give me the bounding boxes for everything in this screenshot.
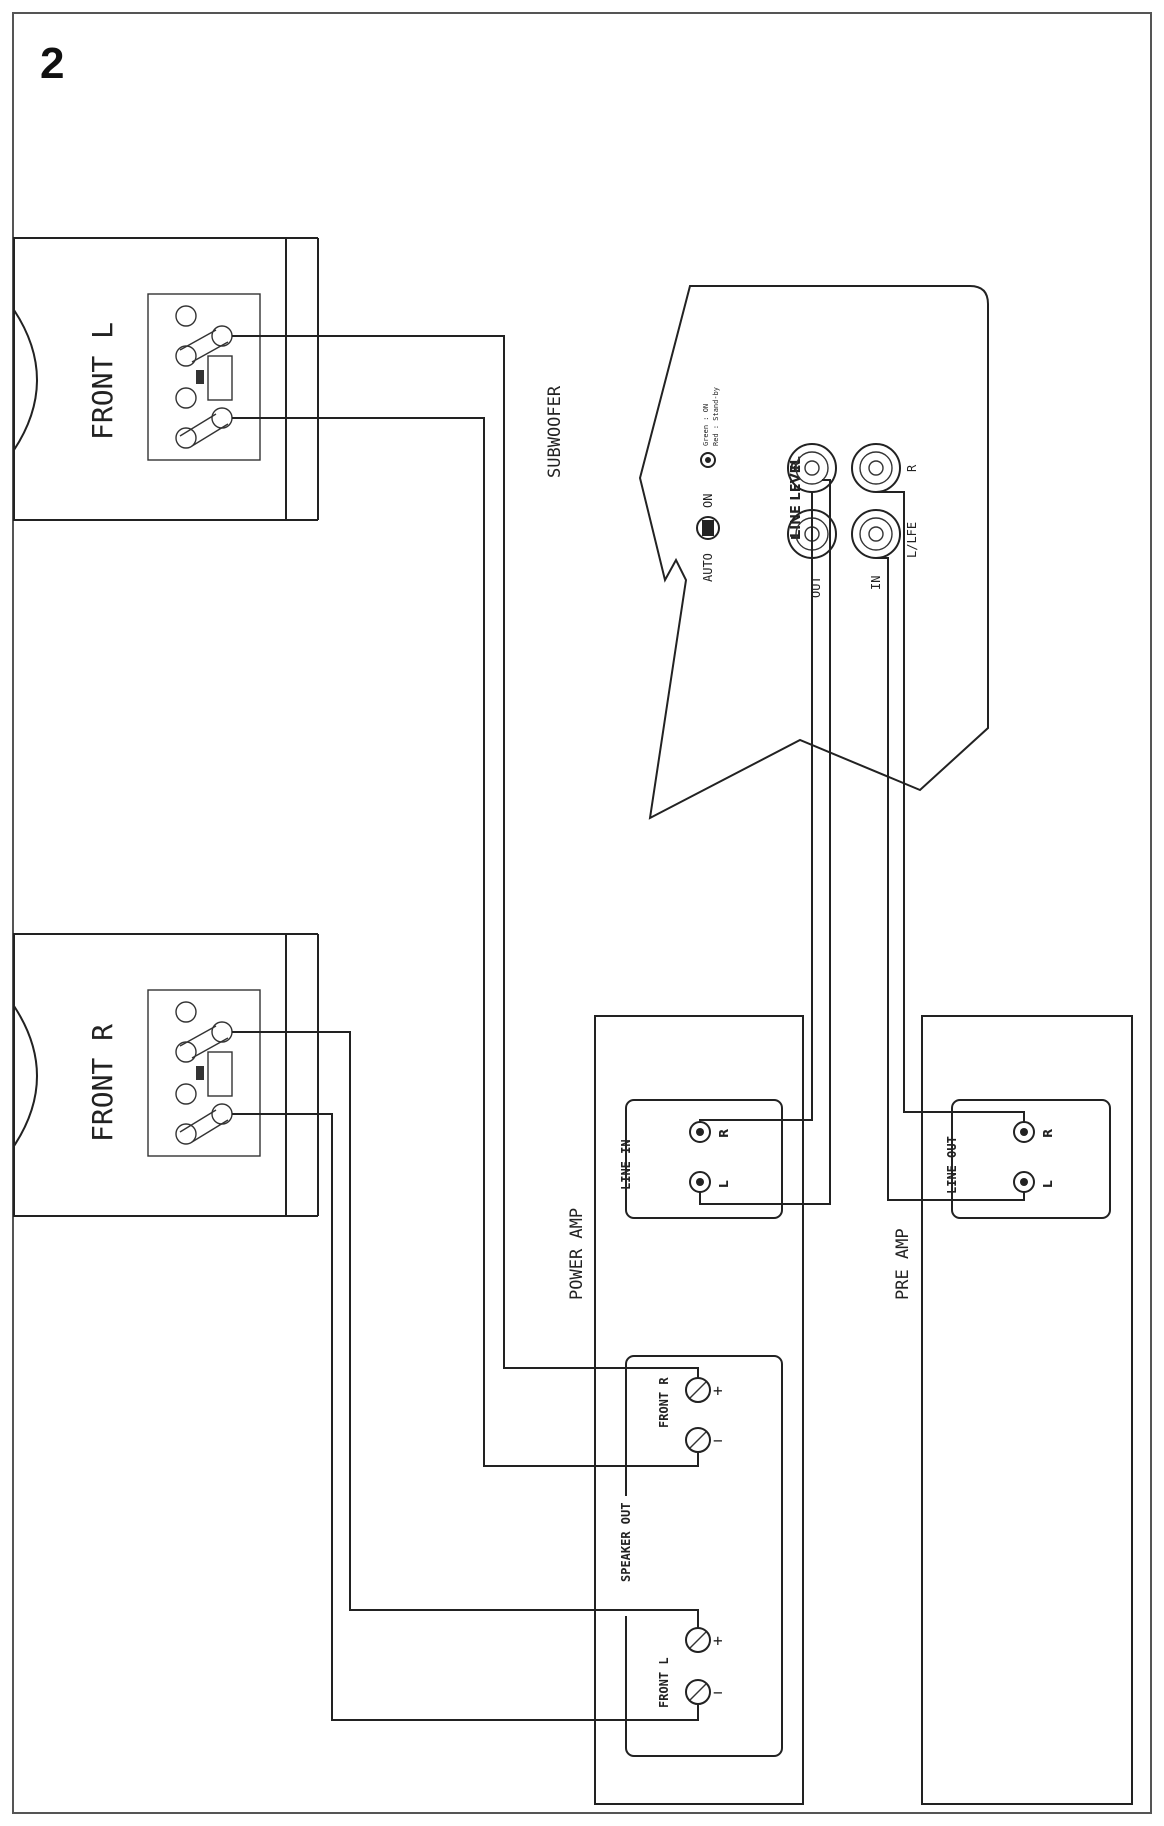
diagram-frame — [12, 12, 1152, 1814]
woofer-cone-icon — [13, 1005, 38, 1147]
led-green-label: Green : ON — [702, 404, 710, 446]
front-r-minus-terminal — [685, 1427, 711, 1453]
line-in-panel — [625, 1099, 783, 1219]
in-r-label: R — [905, 464, 919, 472]
speaker-out-label: SPEAKER OUT — [619, 1503, 633, 1582]
speaker-out-front-l-label: FRONT L — [657, 1657, 671, 1708]
woofer-cone-icon — [13, 309, 38, 451]
line-in-l-label: L — [717, 1180, 731, 1188]
power-amp-title: POWER AMP — [567, 1208, 587, 1300]
pre-amp: PRE AMP LINE OUT R L — [893, 1015, 1133, 1805]
status-led-icon — [700, 452, 716, 468]
front-r-plus-sign: + — [713, 1381, 723, 1400]
front-l-plus-terminal — [685, 1627, 711, 1653]
front-left-label: FRONT L — [86, 322, 119, 440]
front-right-terminal-plate — [147, 989, 261, 1157]
step-number: 2 — [40, 39, 65, 88]
wire-front-l-positive — [232, 335, 699, 1378]
front-r-minus-sign: − — [713, 1431, 723, 1450]
auto-on-switch-icon — [696, 516, 720, 540]
power-amp: POWER AMP LINE IN R L SPEAKER OUT FRONT … — [567, 1015, 804, 1805]
line-out-panel — [951, 1099, 1111, 1219]
line-out-r-label: R — [1041, 1129, 1055, 1138]
wire-pre-out-r — [876, 491, 1025, 1122]
lfe-label: L/LFE — [905, 522, 919, 558]
front-left-terminal-plate — [147, 293, 261, 461]
subwoofer-line-in-l-socket — [851, 509, 901, 559]
front-l-plus-sign: + — [713, 1631, 723, 1650]
wire-sub-out-l — [699, 479, 831, 1205]
line-out-l-socket — [1013, 1171, 1035, 1193]
wire-front-r-positive — [232, 1031, 699, 1628]
line-in-label: LINE IN — [619, 1139, 633, 1190]
wire-pre-out-l — [876, 557, 1025, 1201]
front-left-speaker: FRONT L — [13, 237, 319, 521]
wiring — [232, 335, 1025, 1721]
wire-front-l-negative — [232, 417, 699, 1467]
front-l-minus-terminal — [685, 1679, 711, 1705]
line-out-r-socket — [1013, 1121, 1035, 1143]
line-in-l-socket — [689, 1171, 711, 1193]
speaker-out-front-r-label: FRONT R — [657, 1377, 671, 1428]
subwoofer: SUBWOOFER LINE LEVEL R L OUT IN L/LFE R … — [545, 285, 989, 820]
front-right-label: FRONT R — [86, 1024, 119, 1142]
pre-amp-title: PRE AMP — [893, 1228, 913, 1300]
subwoofer-title: SUBWOOFER — [545, 385, 565, 478]
led-red-label: Red : Stand-by — [712, 387, 720, 446]
line-in-r-label: R — [717, 1129, 731, 1138]
line-in-r-socket — [689, 1121, 711, 1143]
front-right-speaker: FRONT R — [13, 933, 319, 1217]
line-out-label: LINE OUT — [945, 1136, 959, 1194]
wire-front-r-negative — [232, 1113, 699, 1721]
subwoofer-line-in-r-socket — [851, 443, 901, 493]
wire-sub-out-r — [699, 492, 813, 1122]
on-label: ON — [701, 494, 715, 508]
front-l-minus-sign: − — [713, 1683, 723, 1702]
line-out-l-label: L — [1041, 1180, 1055, 1188]
speaker-out-panel — [625, 1355, 783, 1757]
in-label: IN — [869, 576, 883, 590]
line-level-label: LINE LEVEL — [789, 456, 804, 538]
front-r-plus-terminal — [685, 1377, 711, 1403]
auto-label: AUTO — [701, 553, 715, 582]
